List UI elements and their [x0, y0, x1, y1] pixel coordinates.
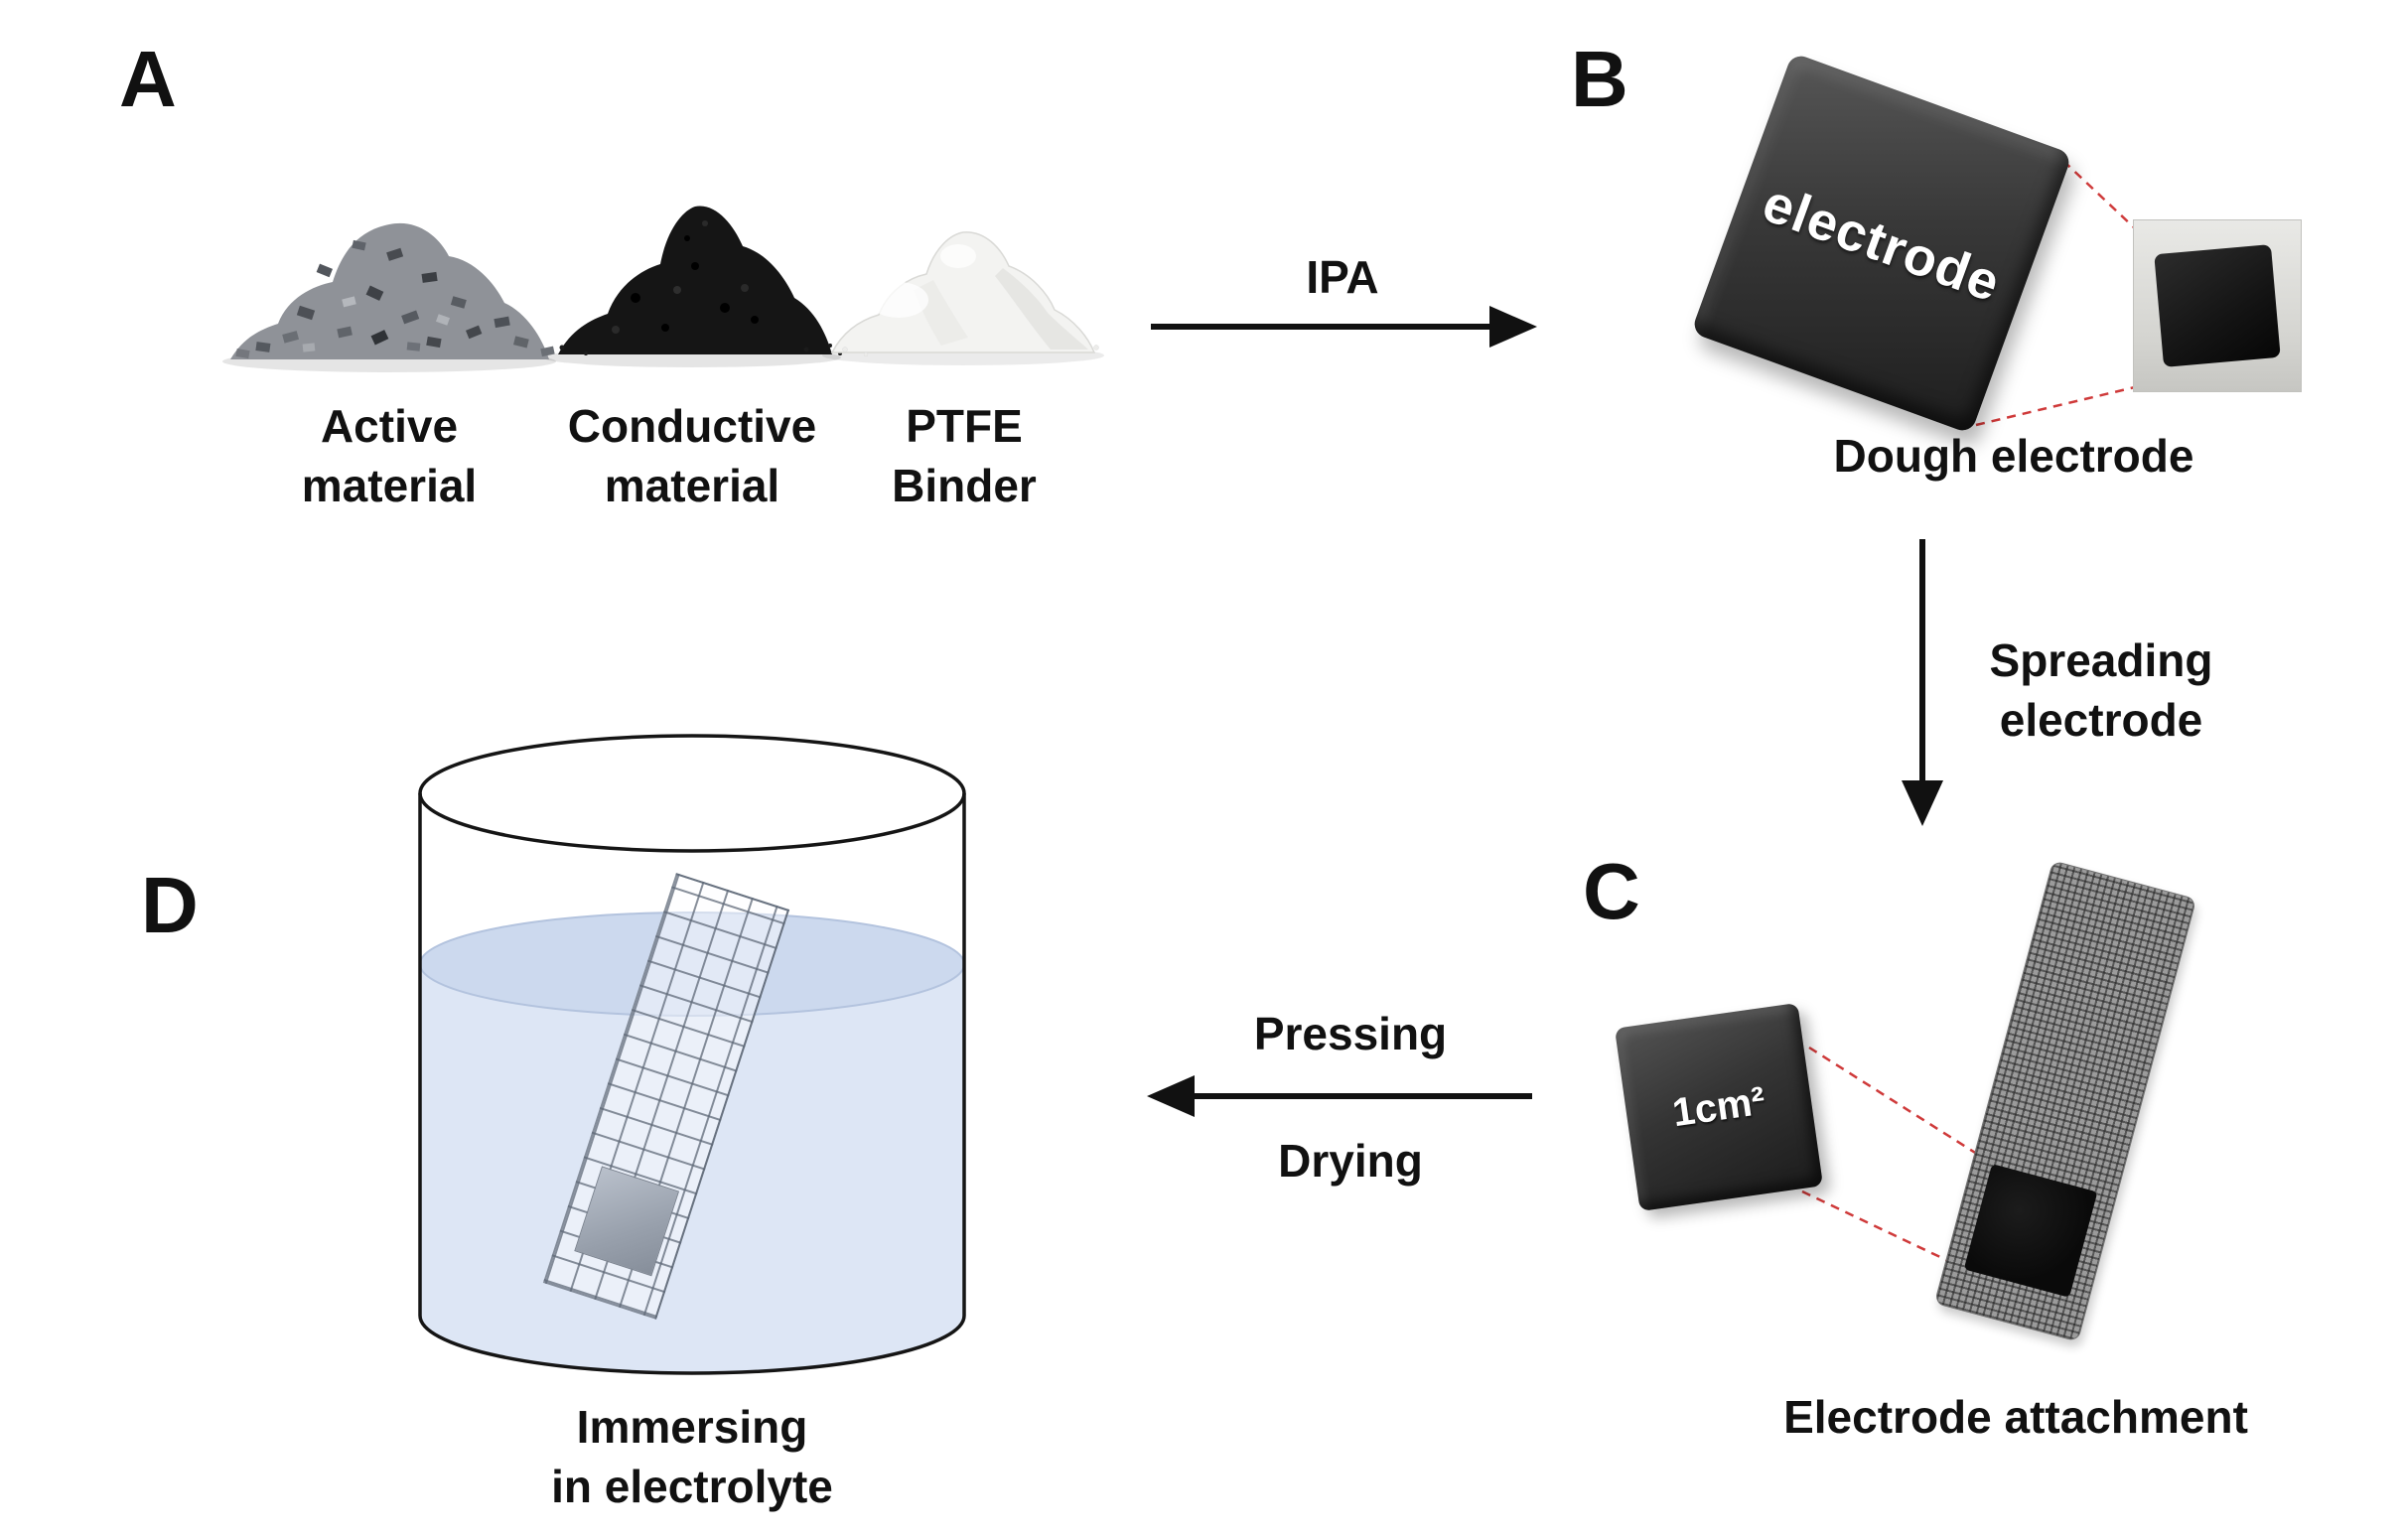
- spreading-electrode-label: Spreading electrode: [1873, 631, 2330, 751]
- panel-b-label: B: [1571, 35, 1628, 123]
- immersing-caption-line2: in electrolyte: [551, 1460, 833, 1512]
- arrow-a-to-b: [1151, 306, 1537, 348]
- material-caption-active-line1: Active: [320, 400, 459, 452]
- attached-electrode-square: [1963, 1164, 2098, 1298]
- dashed-connectors-b: [1975, 160, 2136, 427]
- panel-d-label: D: [141, 861, 199, 949]
- spreading-electrode-label-line2: electrode: [1999, 693, 2203, 746]
- one-cm-square-text: 1cm²: [1669, 1078, 1768, 1135]
- material-caption-ptfe-line1: PTFE: [906, 400, 1023, 452]
- immersed-electrode-square: [574, 1166, 680, 1277]
- arrow-c-to-d: [1147, 1075, 1532, 1117]
- material-caption-active: Active material: [220, 397, 558, 516]
- material-caption-conductive: Conductive material: [523, 397, 861, 516]
- material-caption-active-line2: material: [301, 459, 478, 511]
- ptfe-binder-pile-icon: [830, 231, 1099, 357]
- immersing-caption: Immersing in electrolyte: [414, 1398, 970, 1517]
- arrow-b-to-c: [1902, 539, 1943, 826]
- material-caption-ptfe: PTFE Binder: [795, 397, 1133, 516]
- conductive-material-pile-icon: [558, 206, 842, 355]
- immersing-caption-line1: Immersing: [576, 1401, 808, 1453]
- dashed-connectors-c: [1801, 1046, 1992, 1270]
- spreading-electrode-label-line1: Spreading: [1989, 634, 2213, 686]
- pressing-label: Pressing: [1253, 1008, 1448, 1059]
- material-caption-conductive-line1: Conductive: [567, 400, 817, 452]
- material-caption-ptfe-line2: Binder: [892, 459, 1037, 511]
- ipa-arrow-label: IPA: [1306, 251, 1379, 303]
- dough-electrode-caption: Dough electrode: [1833, 430, 2194, 482]
- panel-a-label: A: [119, 35, 177, 123]
- dough-electrode-photo: [2134, 220, 2301, 391]
- active-material-pile-icon: [230, 222, 555, 359]
- material-caption-conductive-line2: material: [604, 459, 780, 511]
- drying-label: Drying: [1278, 1135, 1423, 1187]
- panel-c-label: C: [1583, 847, 1640, 935]
- dough-electrode-photo-sample: [2154, 244, 2281, 367]
- electrode-attachment-caption: Electrode attachment: [1783, 1391, 2248, 1443]
- one-cm-square: 1cm²: [1614, 1002, 1824, 1212]
- dough-electrode-square-text: electrode: [1755, 173, 2009, 314]
